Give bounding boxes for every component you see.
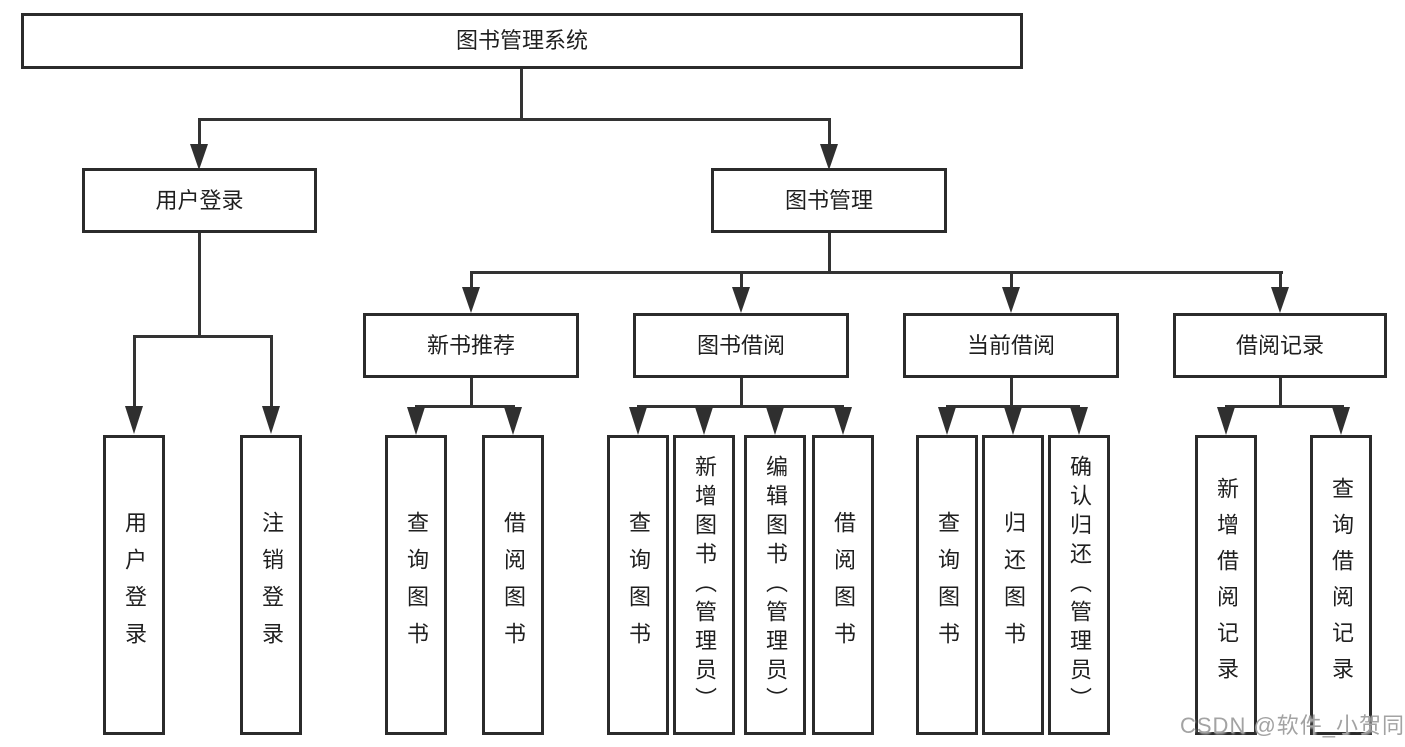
- connector-bookborrow-stem: [740, 271, 743, 288]
- arrowhead-ul-leaf1: [125, 406, 143, 434]
- connector-userlogin-down: [198, 233, 201, 337]
- node-new-books: 新书推荐: [363, 313, 579, 378]
- leaf-bb-borrow-books-label: 借阅图书: [831, 511, 856, 659]
- arrowhead-borrowrecords: [1271, 287, 1289, 313]
- leaf-bb-edit-books-admin: 编辑图书（管理员）: [744, 435, 806, 735]
- arrowhead-currentborrow: [1002, 287, 1020, 313]
- connector-userlogin-stem: [198, 118, 201, 146]
- leaf-bb-add-books-admin: 新增图书（管理员）: [673, 435, 735, 735]
- arrowhead-cb-leaf2: [1004, 407, 1022, 435]
- leaf-logout-label: 注销登录: [259, 511, 284, 659]
- connector-level2-hbar: [199, 118, 831, 121]
- leaf-nb-query-books-label: 查询图书: [404, 511, 429, 659]
- leaf-br-query-record: 查询借阅记录: [1310, 435, 1372, 735]
- arrowhead-br-leaf2: [1332, 407, 1350, 435]
- connector-bookmgmt-stem: [828, 118, 831, 146]
- node-user-login: 用户登录: [82, 168, 317, 233]
- connector-borrowrecords-stem: [1279, 271, 1282, 288]
- connector-newbooks-stem: [470, 271, 473, 288]
- arrowhead-cb-leaf1: [938, 407, 956, 435]
- leaf-cb-query-books: 查询图书: [916, 435, 978, 735]
- leaf-cb-confirm-return-admin-label: 确认归还（管理员）: [1067, 454, 1092, 716]
- leaf-bb-edit-books-admin-label: 编辑图书（管理员）: [763, 454, 788, 716]
- arrowhead-bb-leaf2: [695, 407, 713, 435]
- leaf-bb-borrow-books: 借阅图书: [812, 435, 874, 735]
- connector-borrowrecords-hbar: [1225, 405, 1344, 408]
- connector-newbooks-hbar: [415, 405, 515, 408]
- node-current-borrow-label: 当前借阅: [966, 332, 1055, 358]
- leaf-cb-return-books: 归还图书: [982, 435, 1044, 735]
- leaf-cb-query-books-label: 查询图书: [935, 511, 960, 659]
- node-borrow-records-label: 借阅记录: [1235, 332, 1324, 358]
- arrowhead-nb-leaf2: [504, 407, 522, 435]
- arrowhead-cb-leaf3: [1070, 407, 1088, 435]
- watermark-text: CSDN @软件_小贺同学: [1180, 713, 1405, 738]
- leaf-bb-add-books-admin-label: 新增图书（管理员）: [692, 454, 717, 716]
- leaf-br-add-record-label: 新增借阅记录: [1214, 477, 1239, 693]
- leaf-nb-query-books: 查询图书: [385, 435, 447, 735]
- connector-currentborrow-stem: [1010, 271, 1013, 288]
- node-book-mgmt: 图书管理: [711, 168, 947, 233]
- arrowhead-ul-leaf2: [262, 406, 280, 434]
- connector-ul-leaf2-stem: [270, 335, 273, 407]
- node-root-label: 图书管理系统: [455, 28, 588, 53]
- arrowhead-bookborrow: [732, 287, 750, 313]
- node-root: 图书管理系统: [21, 13, 1023, 69]
- connector-bookborrow-down: [740, 378, 743, 407]
- arrowhead-bb-leaf3: [766, 407, 784, 435]
- node-book-borrow: 图书借阅: [633, 313, 849, 378]
- leaf-bb-query-books: 查询图书: [607, 435, 669, 735]
- leaf-user-login-label: 用户登录: [122, 511, 147, 659]
- leaf-bb-query-books-label: 查询图书: [626, 511, 651, 659]
- connector-newbooks-down: [470, 378, 473, 407]
- arrowhead-newbooks: [462, 287, 480, 313]
- arrowhead-bookmgmt: [820, 144, 838, 170]
- leaf-br-query-record-label: 查询借阅记录: [1329, 477, 1354, 693]
- connector-bookborrow-hbar: [637, 405, 844, 408]
- arrowhead-nb-leaf1: [407, 407, 425, 435]
- node-new-books-label: 新书推荐: [426, 332, 515, 358]
- leaf-logout: 注销登录: [240, 435, 302, 735]
- connector-currentborrow-down: [1010, 378, 1013, 407]
- arrowhead-userlogin: [190, 144, 208, 170]
- connector-currentborrow-hbar: [946, 405, 1080, 408]
- arrowhead-bb-leaf1: [629, 407, 647, 435]
- node-user-login-label: 用户登录: [155, 187, 244, 213]
- node-current-borrow: 当前借阅: [903, 313, 1119, 378]
- node-book-mgmt-label: 图书管理: [784, 187, 873, 213]
- leaf-br-add-record: 新增借阅记录: [1195, 435, 1257, 735]
- arrowhead-bb-leaf4: [834, 407, 852, 435]
- node-borrow-records: 借阅记录: [1173, 313, 1387, 378]
- connector-level3-hbar: [470, 271, 1283, 274]
- leaf-nb-borrow-books: 借阅图书: [482, 435, 544, 735]
- leaf-nb-borrow-books-label: 借阅图书: [501, 511, 526, 659]
- node-book-borrow-label: 图书借阅: [696, 332, 785, 358]
- connector-borrowrecords-down: [1279, 378, 1282, 407]
- connector-ul-leaf1-stem: [133, 335, 136, 407]
- arrowhead-br-leaf1: [1217, 407, 1235, 435]
- leaf-cb-confirm-return-admin: 确认归还（管理员）: [1048, 435, 1110, 735]
- connector-userlogin-hbar: [133, 335, 273, 338]
- leaf-cb-return-books-label: 归还图书: [1001, 511, 1026, 659]
- connector-bookmgmt-down: [828, 233, 831, 273]
- connector-root-stem: [520, 69, 523, 118]
- leaf-user-login: 用户登录: [103, 435, 165, 735]
